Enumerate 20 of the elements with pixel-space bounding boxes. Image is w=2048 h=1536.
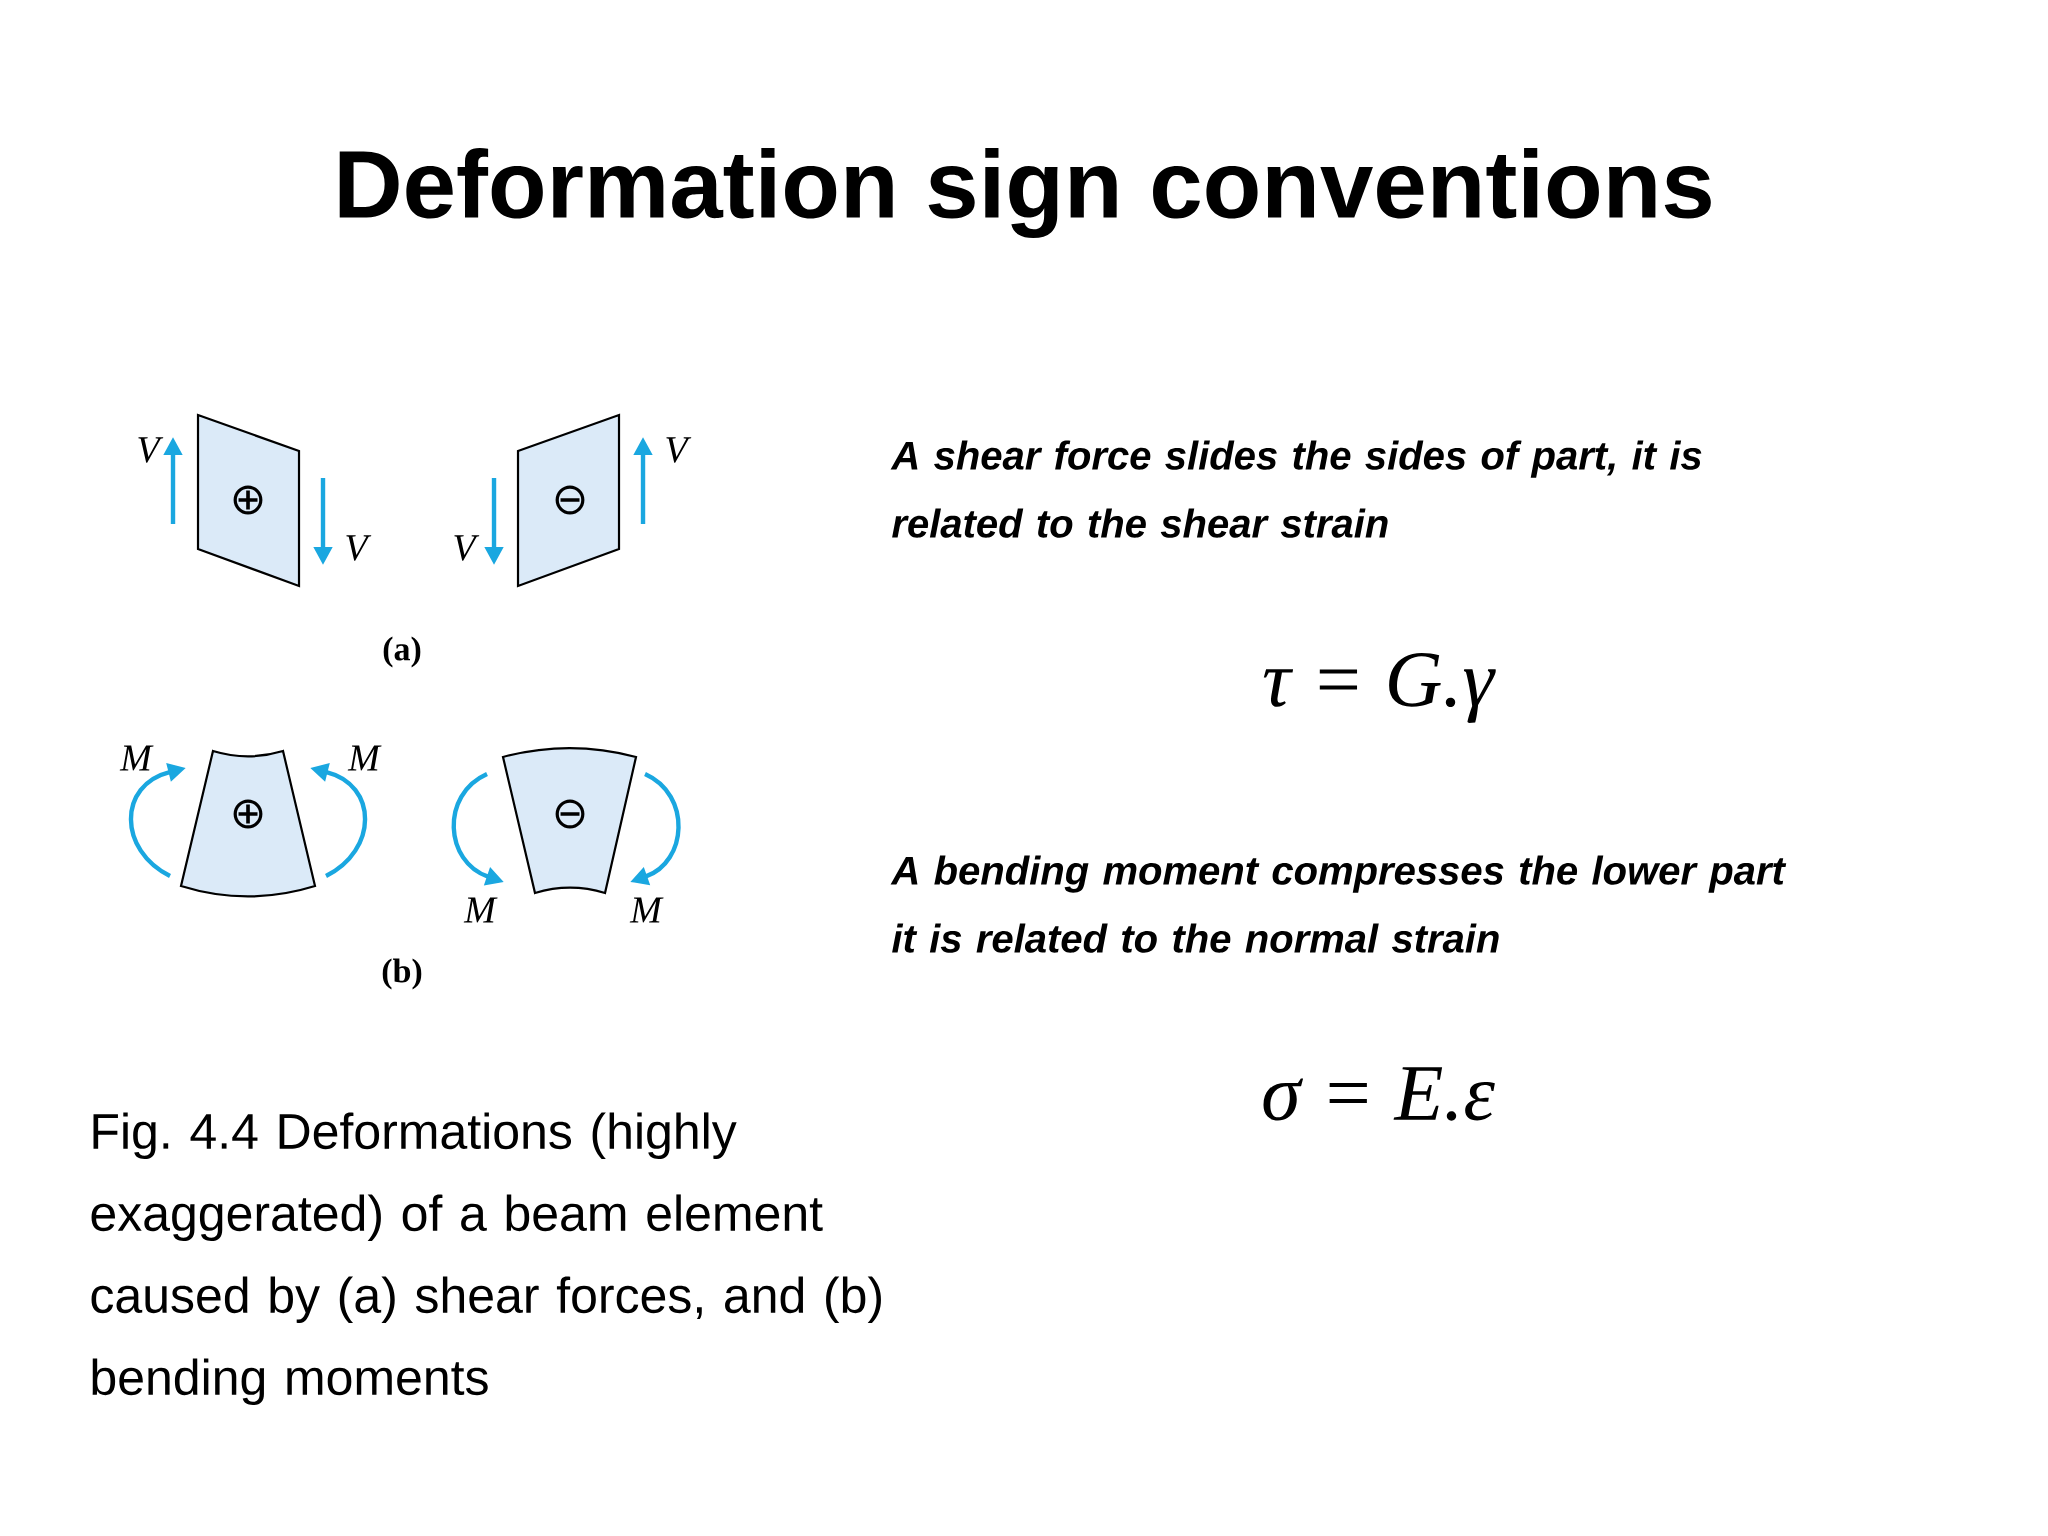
panel-label: (b)	[382, 958, 422, 990]
description-text: A shear force slides the sides of part, it is related to the shear strain	[890, 440, 1702, 538]
force-label: M	[463, 897, 498, 923]
panel-label: (a)	[383, 636, 421, 668]
bent-element: ⊖	[501, 746, 638, 895]
force-label: V	[454, 535, 480, 561]
force-label: M	[629, 897, 664, 923]
sheared-element: ⊖	[516, 413, 621, 588]
sheared-element: ⊕	[196, 413, 301, 588]
figure-caption: Fig. 4.4 Deformations (highly exaggerated) of a beam element caused by (a) shear forces, and (b) bending moments	[91, 1112, 881, 1406]
force-label: V	[666, 437, 692, 463]
force-label: V	[138, 437, 164, 463]
force-label: V	[346, 535, 372, 561]
bent-element: ⊕	[179, 749, 317, 898]
equation: σ = E.ε	[1263, 1067, 1495, 1121]
equation: τ = G.γ	[1263, 653, 1496, 723]
force-label: M	[119, 745, 154, 771]
description-text: A bending moment compresses the lower part it is related to the normal strain	[890, 855, 1787, 953]
force-label: M	[347, 745, 382, 771]
slide-title: Deformation sign conventions	[339, 148, 1711, 238]
